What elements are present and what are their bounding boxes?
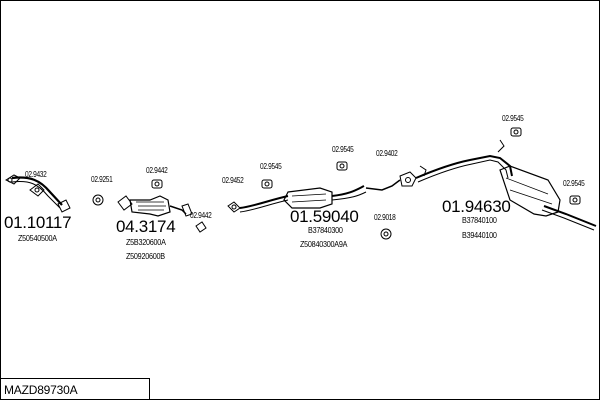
part-code-label: Z5B320600A	[126, 237, 166, 247]
part-code-label: Z50920600B	[126, 251, 165, 261]
fitting-label: 02.9432	[25, 170, 47, 179]
part-code-label: B37840100	[462, 215, 497, 225]
front-pipe-drawing	[4, 174, 71, 213]
fitting-label: 02.9452	[222, 176, 244, 185]
hanger-drawing-3	[261, 179, 273, 189]
part-number-label: 01.59040	[290, 207, 359, 226]
part-code-label: Z50840300A9A	[300, 239, 348, 249]
gasket-drawing	[92, 194, 104, 206]
part-code-label: B37840300	[308, 225, 343, 235]
clamp-drawing-2	[227, 201, 241, 213]
rear-silencer-drawing	[365, 139, 597, 231]
hanger-drawing-4	[336, 161, 348, 171]
hanger-drawing	[151, 179, 163, 189]
clamp-drawing	[29, 183, 45, 197]
fitting-label: 02.9442	[146, 166, 168, 175]
fitting-label: 02.9545	[332, 145, 354, 154]
part-number-label: 01.94630	[442, 197, 511, 216]
catalytic-converter-drawing	[117, 195, 193, 217]
fitting-label: 02.9545	[502, 114, 524, 123]
fitting-label: 02.9018	[374, 213, 396, 222]
fitting-label: 02.9442	[190, 211, 212, 220]
ring-drawing	[380, 228, 392, 240]
title-box: MAZD89730A	[0, 378, 150, 399]
hanger-drawing-5	[510, 127, 522, 137]
part-code-label: Z50540500A	[18, 233, 57, 243]
diagram-title: MAZD89730A	[4, 383, 78, 397]
part-number-label: 01.10117	[4, 213, 72, 232]
fitting-label: 02.9545	[563, 179, 585, 188]
part-number-label: 04.3174	[116, 217, 176, 236]
fitting-label: 02.9251	[91, 175, 113, 184]
part-code-label: B39440100	[462, 230, 497, 240]
gasket-drawing-2	[195, 221, 207, 233]
fitting-label: 02.9402	[376, 149, 398, 158]
middle-silencer-drawing	[239, 185, 367, 213]
flange-drawing	[399, 171, 417, 187]
fitting-label: 02.9545	[260, 162, 282, 171]
hanger-drawing-6	[569, 195, 581, 205]
